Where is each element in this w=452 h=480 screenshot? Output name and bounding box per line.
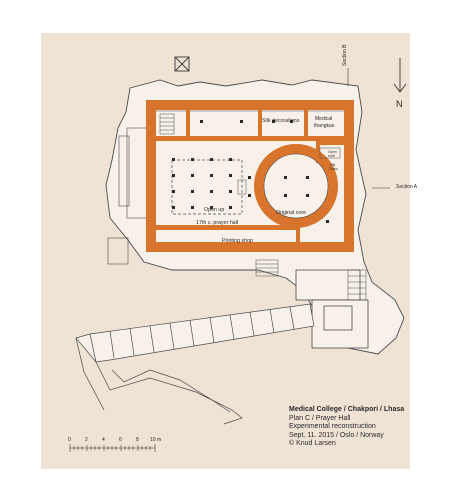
title-block-date: Sept. 11. 2015 / Oslo / Norway xyxy=(289,431,384,439)
open-up-area xyxy=(171,159,243,215)
stairs-right xyxy=(255,259,367,301)
label-small-room-2: Turpu xyxy=(329,167,338,171)
scale-tick-2: 2 xyxy=(85,437,88,443)
label-open-stuff-2: stuff xyxy=(328,154,335,158)
north-arrow-icon xyxy=(393,58,407,93)
label-open-up: Open up xyxy=(204,207,224,213)
label-open-stuff-1: Open xyxy=(328,150,337,154)
scale-tick-8: 8 xyxy=(136,437,139,443)
roof-opening-icon xyxy=(174,56,190,72)
scale-tick-10: 10 m xyxy=(150,437,161,443)
label-medical-2: thangkas xyxy=(314,123,335,129)
label-medical-1: Medical xyxy=(315,116,332,122)
title-block-title: Medical College / Chakpori / Lhasa xyxy=(289,406,405,413)
lower-buildings xyxy=(295,269,369,349)
ramp-stairs xyxy=(75,303,315,425)
north-label: N xyxy=(396,99,403,109)
original-core-wall xyxy=(254,144,338,228)
section-b-label: Section B xyxy=(342,44,348,66)
title-block-subtitle: Experimental reconstruction xyxy=(289,423,376,431)
label-prayer-hall: 17th c. prayer hall xyxy=(196,220,238,226)
scale-bar xyxy=(69,444,156,452)
label-printing-shop: Printing shop xyxy=(222,238,253,244)
inner-stair xyxy=(159,113,341,195)
title-block-plan: Plan C / Prayer Hall xyxy=(289,414,351,422)
section-a-label: Section A xyxy=(396,184,418,190)
columns xyxy=(172,120,329,223)
title-block: Medical College / Chakpori / Lhasa Plan … xyxy=(289,406,404,449)
label-silk: Silk decorations xyxy=(262,118,300,124)
label-original-core: Original core xyxy=(276,210,306,216)
original-core-inner xyxy=(263,153,329,219)
label-small-room-1: Mik xyxy=(330,163,336,167)
scale-tick-6: 6 xyxy=(119,437,122,443)
scale-tick-4: 4 xyxy=(102,437,105,443)
title-block-author: © Knud Larsen xyxy=(289,440,336,448)
scale-tick-0: 0 xyxy=(68,437,71,443)
